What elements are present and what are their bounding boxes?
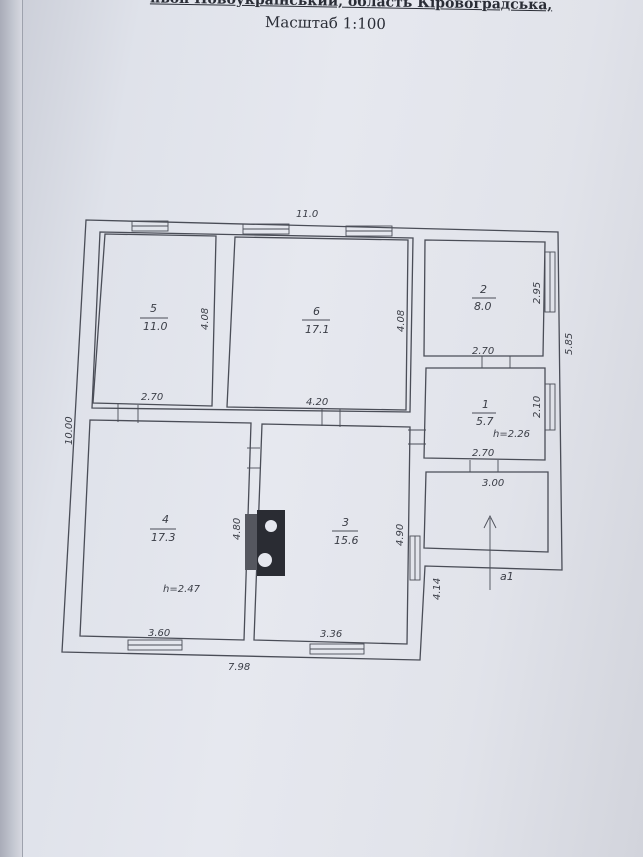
room-3-width: 3.36 xyxy=(320,629,342,640)
room-4-height: 4.80 xyxy=(232,518,243,540)
porch-width: 3.00 xyxy=(482,478,504,489)
room-3-height: 4.90 xyxy=(395,524,406,546)
room-3-area: 15.6 xyxy=(334,534,359,547)
window-room-2-right xyxy=(544,251,556,313)
dim-right-height: 5.85 xyxy=(564,333,575,355)
door-room-4-room-3 xyxy=(247,447,260,469)
room-2-area: 8.0 xyxy=(474,300,492,313)
porch-label: а1 xyxy=(500,570,514,583)
dim-bottom-width: 7.98 xyxy=(228,662,250,673)
room-5-walls xyxy=(92,233,217,407)
room-1-ceiling: h=2.26 xyxy=(493,429,530,440)
door-room-1-porch xyxy=(469,460,499,472)
room-2-number: 2 xyxy=(480,283,487,296)
room-6-walls xyxy=(226,236,409,411)
window-room-1-right xyxy=(544,383,556,431)
dim-top-width: 11.0 xyxy=(296,209,318,220)
room-5-area: 11.0 xyxy=(143,320,168,333)
door-room-2-room-1 xyxy=(481,356,511,368)
door-room-3-room-1 xyxy=(408,429,426,445)
room-1-walls xyxy=(423,367,546,461)
room-6-height: 4.08 xyxy=(396,310,407,332)
entrance-arrow-icon xyxy=(483,514,497,590)
room-1-area: 5.7 xyxy=(476,415,494,428)
window-room-3-right xyxy=(409,535,421,581)
room-6-area: 17.1 xyxy=(305,323,330,336)
room-6-width: 4.20 xyxy=(306,397,328,408)
room-2-width: 2.70 xyxy=(472,346,494,357)
door-room-6-room-3 xyxy=(321,408,341,427)
porch-walls xyxy=(423,471,549,553)
room-2-walls xyxy=(423,239,546,357)
room-4-width: 3.60 xyxy=(148,628,170,639)
inner-wall-left xyxy=(91,231,414,413)
room-1-height: 2.10 xyxy=(532,396,543,418)
room-4-ceiling: h=2.47 xyxy=(163,584,201,595)
room-1-number: 1 xyxy=(482,398,489,411)
window-room-6-top-right xyxy=(345,225,393,237)
room-1-width: 2.70 xyxy=(472,448,494,459)
room-5-width: 2.70 xyxy=(141,392,163,403)
door-room-5-room-4 xyxy=(117,404,139,423)
room-2-height: 2.95 xyxy=(532,282,543,304)
room-4-walls xyxy=(79,419,252,641)
dim-left-height: 10.00 xyxy=(64,416,75,445)
room-5-number: 5 xyxy=(150,302,157,315)
room-4-area: 17.3 xyxy=(151,531,176,544)
room-6-number: 6 xyxy=(313,305,320,318)
window-room-4-bottom xyxy=(127,639,183,651)
window-room-3-bottom xyxy=(309,643,365,655)
room-4-number: 4 xyxy=(162,513,169,526)
window-room-5-top xyxy=(131,220,169,232)
stove xyxy=(245,510,285,576)
paper-edge-line xyxy=(22,0,23,857)
paper-edge xyxy=(0,0,22,857)
room-3-number: 3 xyxy=(342,516,349,529)
room-5-height: 4.08 xyxy=(200,308,211,330)
outer-wall xyxy=(61,219,563,661)
window-room-6-top-left xyxy=(242,223,290,235)
dim-right-lower: 4.14 xyxy=(432,578,443,600)
